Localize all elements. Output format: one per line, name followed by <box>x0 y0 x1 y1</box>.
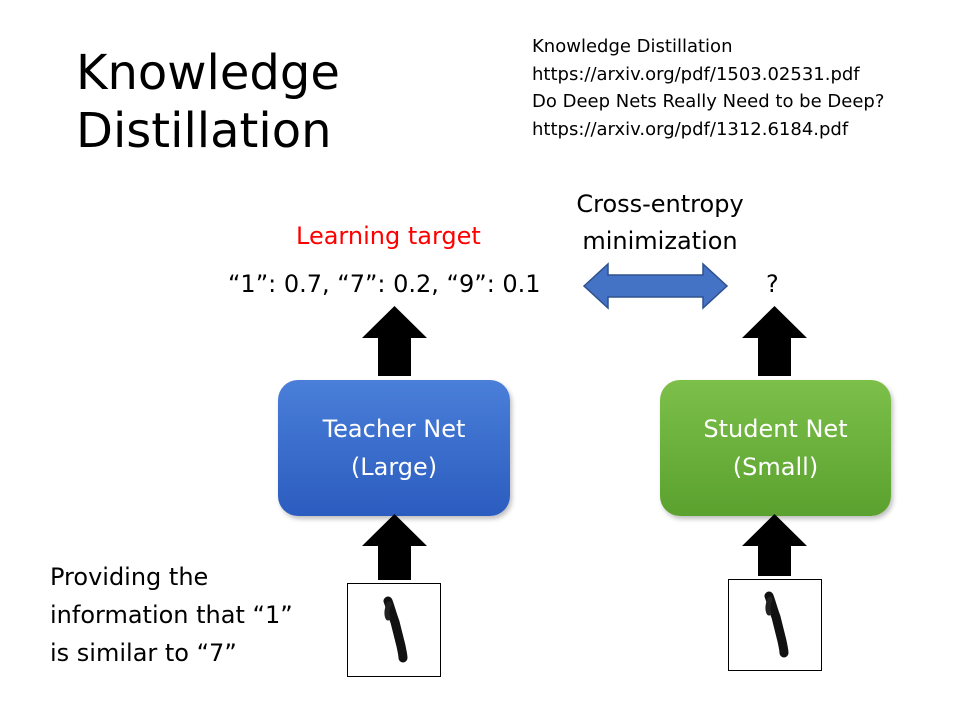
caption-line-2: information that “1” <box>50 601 293 629</box>
title-line-2: Distillation <box>76 103 332 159</box>
up-arrow-shape <box>362 514 427 580</box>
teacher-net-size: (Large) <box>350 453 438 481</box>
up-arrow-shape <box>362 306 427 376</box>
reference-title-2: Do Deep Nets Really Need to be Deep? <box>532 91 885 112</box>
slide-title: Knowledge Distillation <box>76 44 340 160</box>
student-output: ? <box>766 270 779 298</box>
handwritten-digit-one-icon <box>764 591 789 658</box>
reference-link-1[interactable]: https://arxiv.org/pdf/1503.02531.pdf <box>532 63 860 85</box>
learning-target-probabilities: “1”: 0.7, “7”: 0.2, “9”: 0.1 <box>228 270 541 298</box>
title-line-1: Knowledge <box>76 45 340 101</box>
caption-line-1: Providing the <box>50 563 209 591</box>
teacher-output-arrow-icon <box>362 306 427 376</box>
student-net-box: Student Net (Small) <box>660 380 891 516</box>
handwritten-digit-one-icon <box>383 596 408 663</box>
student-input-digit-image <box>728 579 822 671</box>
reference-title-1: Knowledge Distillation <box>532 36 733 57</box>
cross-entropy-line-2: minimization <box>582 227 738 255</box>
teacher-input-arrow-icon <box>362 514 427 580</box>
double-arrow-shape <box>582 262 729 310</box>
teacher-input-digit-image <box>347 583 441 677</box>
up-arrow-shape <box>742 306 807 376</box>
teacher-net-label: Teacher Net <box>322 415 466 443</box>
up-arrow-shape <box>742 514 807 576</box>
teacher-net-box: Teacher Net (Large) <box>278 380 510 516</box>
double-arrow-icon <box>582 262 729 310</box>
student-output-arrow-icon <box>742 306 807 376</box>
references: Knowledge Distillation https://arxiv.org… <box>532 33 884 143</box>
caption-line-3: is similar to “7” <box>50 639 237 667</box>
student-net-label: Student Net <box>703 415 848 443</box>
student-net-size: (Small) <box>732 453 819 481</box>
cross-entropy-line-1: Cross-entropy <box>576 190 744 218</box>
student-input-arrow-icon <box>742 514 807 576</box>
learning-target-label: Learning target <box>296 222 481 250</box>
cross-entropy-label: Cross-entropy minimization <box>540 186 780 260</box>
reference-link-2[interactable]: https://arxiv.org/pdf/1312.6184.pdf <box>532 118 849 140</box>
caption: Providing the information that “1” is si… <box>50 558 293 672</box>
